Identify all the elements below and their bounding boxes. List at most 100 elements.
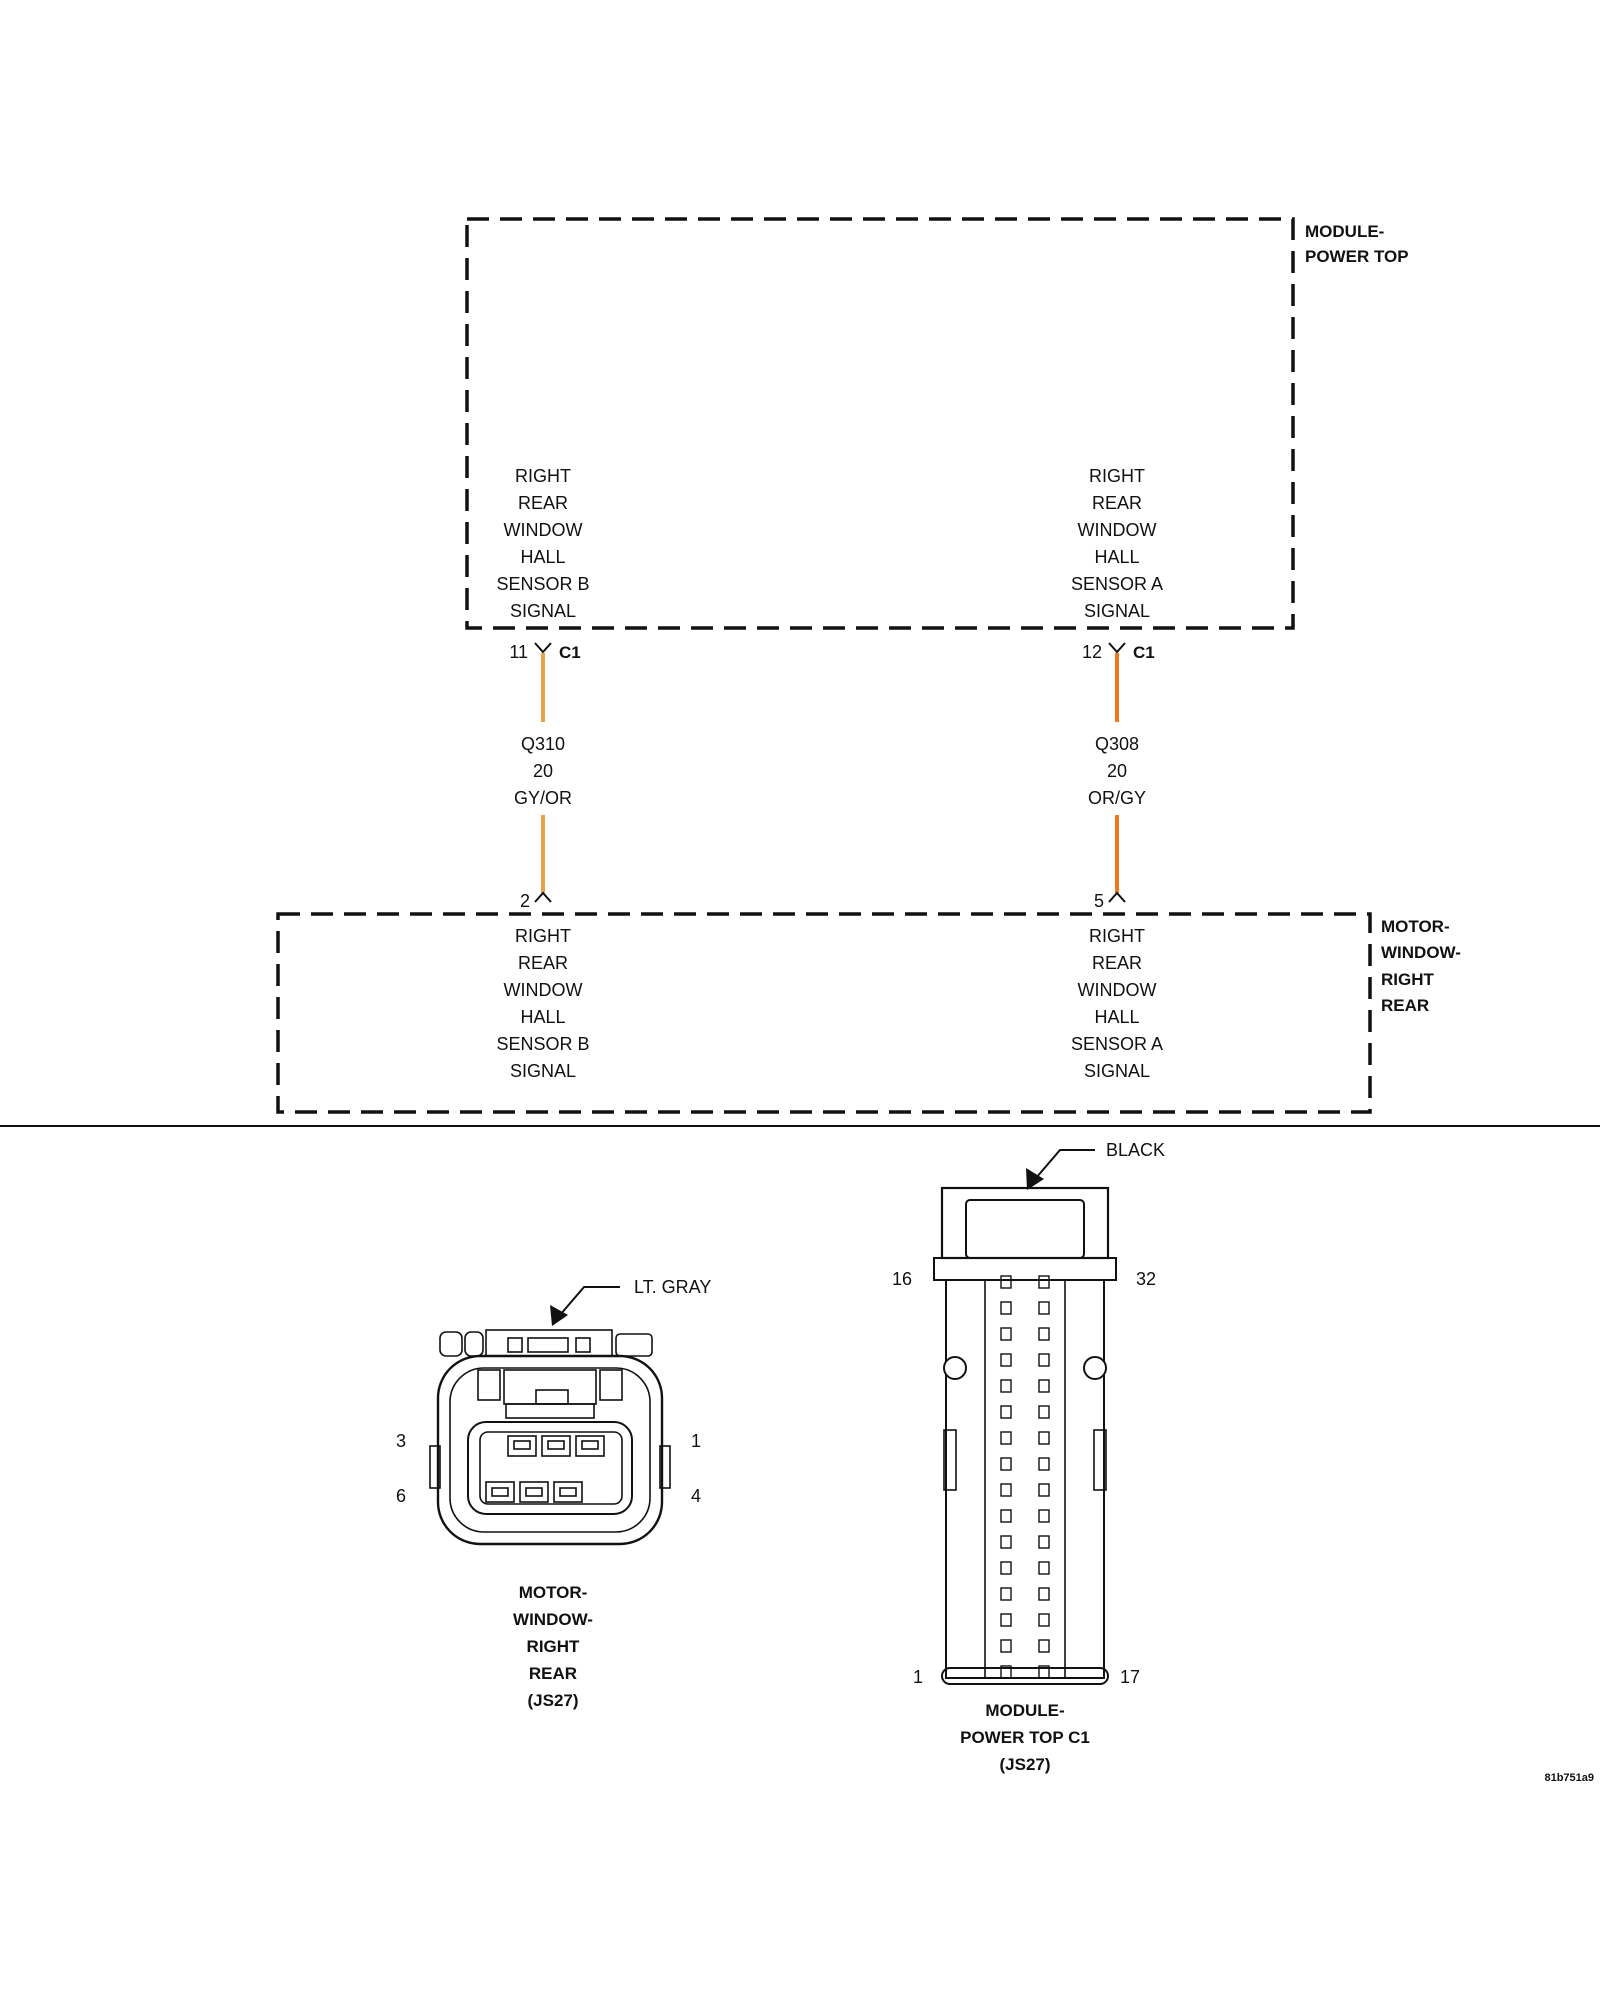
svg-text:POWER TOP C1: POWER TOP C1 (960, 1728, 1090, 1747)
svg-text:WINDOW: WINDOW (504, 980, 583, 1000)
connector-cavity (1038, 1353, 1050, 1367)
connector-cavity (1000, 1431, 1012, 1445)
svg-text:(JS27): (JS27) (999, 1755, 1050, 1774)
svg-text:20: 20 (533, 761, 553, 781)
connector-cavity (1038, 1457, 1050, 1471)
connector-cavity (1000, 1457, 1012, 1471)
module-pin-top-left: 16 (892, 1269, 912, 1289)
connector-cavity (1038, 1509, 1050, 1523)
svg-text:20: 20 (1107, 761, 1127, 781)
connector-cavity (1038, 1535, 1050, 1549)
connector-cavity (1000, 1665, 1012, 1679)
svg-text:WINDOW: WINDOW (1078, 520, 1157, 540)
motor-connector-caption: MOTOR- WINDOW- RIGHT REAR (JS27) (513, 1583, 593, 1710)
svg-text:SIGNAL: SIGNAL (1084, 1061, 1150, 1081)
connector-cavity (1038, 1613, 1050, 1627)
svg-text:HALL: HALL (1094, 1007, 1139, 1027)
connector-cavity (1038, 1431, 1050, 1445)
svg-text:REAR: REAR (1092, 493, 1142, 513)
motor-window-box (276, 912, 1372, 1114)
svg-text:(JS27): (JS27) (527, 1691, 578, 1710)
module-color-arrowhead (1026, 1168, 1044, 1190)
svg-text:SIGNAL: SIGNAL (510, 1061, 576, 1081)
svg-text:HALL: HALL (520, 547, 565, 567)
module-pin-b-number: 11 (509, 642, 528, 662)
svg-text:Q308: Q308 (1095, 734, 1139, 754)
svg-text:REAR: REAR (518, 493, 568, 513)
connector-cavity (1000, 1587, 1012, 1601)
connector-cavity (1000, 1327, 1012, 1341)
motor-name-line-1: MOTOR- (1381, 917, 1450, 936)
connector-cavity (1000, 1613, 1012, 1627)
module-connector-caption: MODULE- POWER TOP C1 (JS27) (960, 1701, 1090, 1774)
connector-cavity (1038, 1587, 1050, 1601)
module-connector-color: BLACK (1106, 1140, 1165, 1160)
svg-text:RIGHT: RIGHT (1089, 926, 1145, 946)
svg-text:RIGHT: RIGHT (515, 466, 571, 486)
module-pin-a-number: 12 (1082, 642, 1102, 662)
svg-text:GY/OR: GY/OR (514, 788, 572, 808)
connector-cavity (1038, 1379, 1050, 1393)
wire-q308-label: Q308 20 OR/GY (1088, 734, 1146, 808)
connector-cavity (1000, 1639, 1012, 1653)
motor-pin-b-function: RIGHT REAR WINDOW HALL SENSOR B SIGNAL (496, 926, 589, 1081)
module-pin-bottom-left: 1 (913, 1667, 923, 1687)
svg-text:HALL: HALL (520, 1007, 565, 1027)
svg-text:RIGHT: RIGHT (527, 1637, 581, 1656)
connector-cavity (1038, 1405, 1050, 1419)
module-pin-top-right: 32 (1136, 1269, 1156, 1289)
svg-text:SIGNAL: SIGNAL (510, 601, 576, 621)
motor-color-arrowhead (550, 1305, 568, 1326)
motor-pin-top-left: 3 (396, 1431, 406, 1451)
connector-cavity (1038, 1639, 1050, 1653)
svg-text:RIGHT: RIGHT (1089, 466, 1145, 486)
connector-cavity (1000, 1561, 1012, 1575)
svg-text:SENSOR A: SENSOR A (1071, 1034, 1163, 1054)
svg-text:SENSOR A: SENSOR A (1071, 574, 1163, 594)
motor-name-line-3: RIGHT (1381, 970, 1435, 989)
svg-text:WINDOW-: WINDOW- (513, 1610, 593, 1629)
motor-name-line-2: WINDOW- (1381, 943, 1461, 962)
module-pin-a-function: RIGHT REAR WINDOW HALL SENSOR A SIGNAL (1071, 466, 1163, 621)
module-pin-bottom-right: 17 (1120, 1667, 1140, 1687)
module-name-line-1: MODULE- (1305, 222, 1384, 241)
svg-text:HALL: HALL (1094, 547, 1139, 567)
motor-pin-5-terminal (1108, 891, 1126, 903)
connector-cavity (1000, 1275, 1012, 1289)
module-power-top-box (465, 217, 1295, 630)
svg-text:REAR: REAR (529, 1664, 577, 1683)
connector-cavity (1038, 1327, 1050, 1341)
motor-name-line-4: REAR (1381, 996, 1429, 1015)
motor-pin-2-terminal (534, 891, 552, 903)
motor-pin-a-function: RIGHT REAR WINDOW HALL SENSOR A SIGNAL (1071, 926, 1163, 1081)
connector-cavity (1038, 1561, 1050, 1575)
svg-text:SENSOR B: SENSOR B (496, 1034, 589, 1054)
connector-cavity (1038, 1301, 1050, 1315)
svg-text:REAR: REAR (1092, 953, 1142, 973)
svg-text:WINDOW: WINDOW (504, 520, 583, 540)
module-pin-12-terminal (1108, 642, 1126, 654)
svg-text:SENSOR B: SENSOR B (496, 574, 589, 594)
module-color-leader (1035, 1149, 1095, 1179)
motor-pin-b-number: 2 (520, 891, 530, 911)
module-connector-b-label: C1 (559, 643, 581, 662)
motor-pin-bottom-right: 4 (691, 1486, 701, 1506)
svg-text:RIGHT: RIGHT (515, 926, 571, 946)
module-connector-a-label: C1 (1133, 643, 1155, 662)
motor-connector-face: LT. GRAY (429, 1277, 711, 1546)
motor-color-leader (559, 1286, 620, 1316)
motor-connector-color: LT. GRAY (634, 1277, 711, 1297)
connector-cavity (1000, 1405, 1012, 1419)
motor-pin-bottom-left: 6 (396, 1486, 406, 1506)
module-connector-face: BLACK (933, 1140, 1165, 1685)
motor-pin-a-number: 5 (1094, 891, 1104, 911)
connector-cavity (1038, 1275, 1050, 1289)
svg-text:OR/GY: OR/GY (1088, 788, 1146, 808)
svg-text:REAR: REAR (518, 953, 568, 973)
connector-cavity (1038, 1665, 1050, 1679)
module-pin-b-function: RIGHT REAR WINDOW HALL SENSOR B SIGNAL (496, 466, 589, 621)
module-pin-11-terminal (534, 642, 552, 654)
module-name-line-2: POWER TOP (1305, 247, 1409, 266)
